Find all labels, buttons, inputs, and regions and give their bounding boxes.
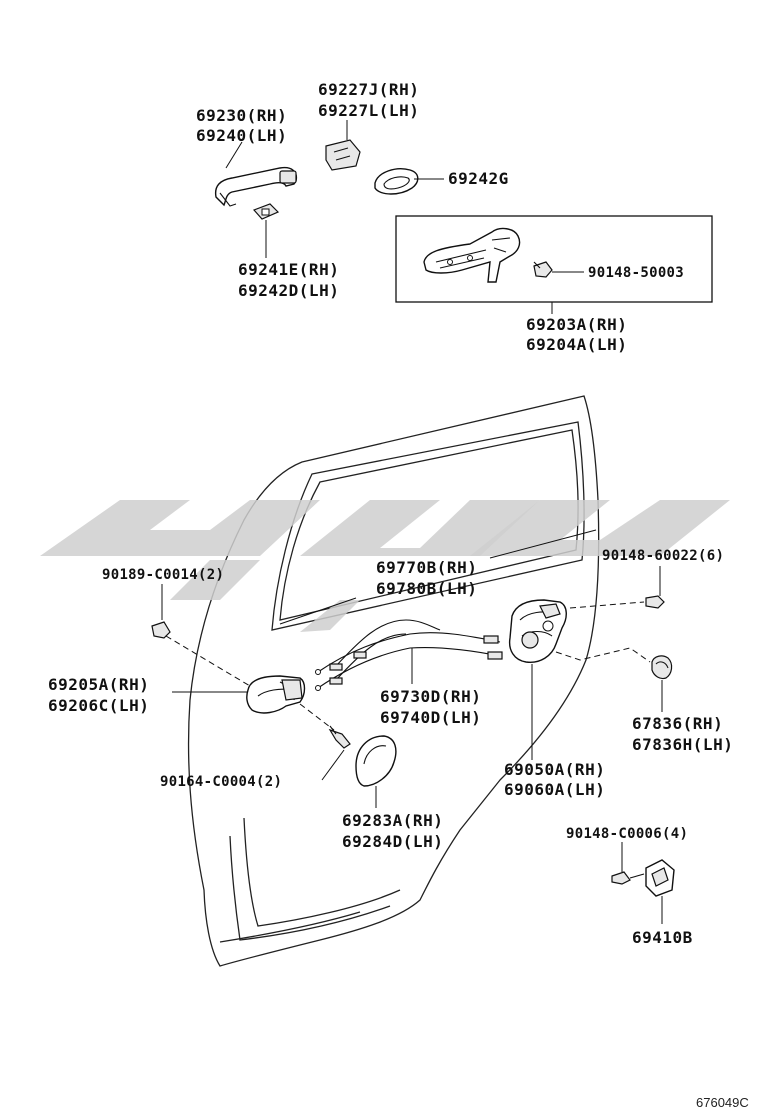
outside-handle — [214, 166, 298, 207]
label-69203a-rh: 69203A(RH) — [526, 315, 627, 334]
handle-cap-69227 — [325, 139, 361, 171]
gasket-69242g — [374, 168, 419, 195]
label-69206c-lh: 69206C(LH) — [48, 696, 149, 715]
screw-90148-60022 — [645, 595, 665, 609]
screw-90164 — [328, 725, 351, 749]
label-69242g: 69242G — [448, 169, 509, 188]
label-69060a-lh: 69060A(LH) — [504, 780, 605, 799]
label-90148-50003: 90148-50003 — [588, 265, 684, 281]
dash-90148-60022 — [569, 601, 645, 609]
leader-90164 — [321, 749, 345, 781]
leader-door-glass — [489, 529, 597, 559]
handle-pad-small — [252, 203, 280, 220]
label-69205a-rh: 69205A(RH) — [48, 675, 149, 694]
label-69780b-lh: 69780B(LH) — [376, 579, 477, 598]
leader-69770b — [279, 597, 357, 625]
label-69283a-rh: 69283A(RH) — [342, 811, 443, 830]
watermark-logo — [40, 500, 730, 632]
label-69227j-rh: 69227J(RH) — [318, 80, 419, 99]
leader-69230 — [225, 141, 243, 169]
label-69204a-lh: 69204A(LH) — [526, 335, 627, 354]
door-striker-69410b — [645, 859, 675, 897]
grommet-67836 — [651, 655, 673, 680]
dash-90164 — [299, 703, 335, 731]
label-69227l-lh: 69227L(LH) — [318, 101, 419, 120]
label-67836h-lh: 67836H(LH) — [632, 735, 733, 754]
label-69410b: 69410B — [632, 928, 693, 947]
diagram-code: 676049C — [696, 1095, 749, 1110]
dash-90189 — [165, 635, 251, 687]
label-69284d-lh: 69284D(LH) — [342, 832, 443, 851]
screw-90148-50003 — [533, 261, 553, 278]
label-67836-rh: 67836(RH) — [632, 714, 723, 733]
screw-90148-c0006 — [611, 871, 645, 885]
label-69230-rh: 69230(RH) — [196, 106, 287, 125]
label-90164-c0004: 90164-C0004(2) — [160, 774, 282, 790]
label-90148-c0006: 90148-C0006(4) — [566, 826, 688, 842]
cable-assembly — [315, 619, 503, 691]
inside-handle-frame — [246, 675, 306, 714]
label-69730d-rh: 69730D(RH) — [380, 687, 481, 706]
label-69740d-lh: 69740D(LH) — [380, 708, 481, 727]
handle-frame-assembly — [423, 227, 521, 283]
inside-handle-bezel — [355, 735, 397, 787]
clip-90189 — [151, 621, 171, 639]
label-69241e-rh: 69241E(RH) — [238, 260, 339, 279]
label-69240-lh: 69240(LH) — [196, 126, 287, 145]
dash-67836 — [555, 647, 651, 663]
door-lock-assembly — [508, 599, 567, 663]
rear-door-outline — [187, 395, 600, 967]
label-90189-c0014: 90189-C0014(2) — [102, 567, 224, 583]
label-90148-60022: 90148-60022(6) — [602, 548, 724, 564]
label-69050a-rh: 69050A(RH) — [504, 760, 605, 779]
label-69770b-rh: 69770B(RH) — [376, 558, 477, 577]
label-69242d-lh: 69242D(LH) — [238, 281, 339, 300]
assembly-box — [395, 215, 713, 303]
